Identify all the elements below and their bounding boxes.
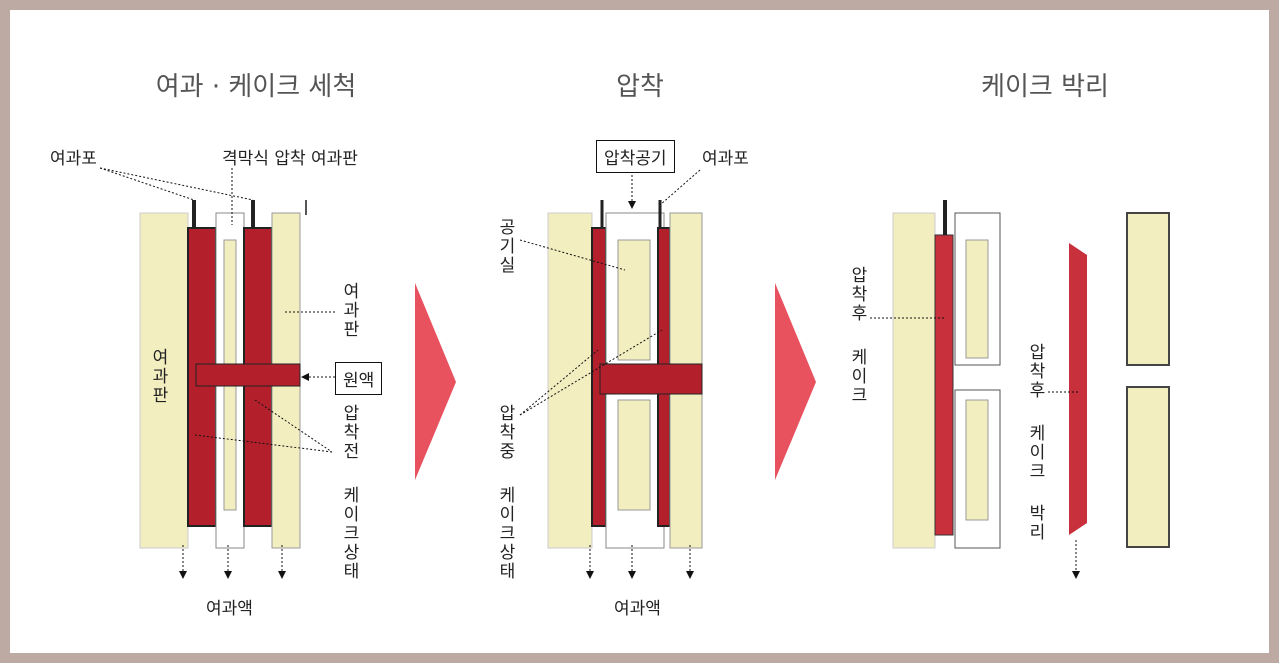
label-membrane-plate: 격막식 압착 여과판 bbox=[222, 149, 358, 169]
label-filter-cloth-2: 여과포 bbox=[702, 149, 749, 169]
title-squeeze: 압착 bbox=[616, 72, 664, 102]
label-filter-cloth: 여과포 bbox=[50, 149, 97, 169]
step-arrow-2 bbox=[775, 283, 816, 480]
panel-squeeze bbox=[519, 169, 703, 579]
label-cake-state-1: 케이크상태 bbox=[339, 486, 359, 581]
step-arrow-1 bbox=[415, 283, 456, 480]
label-after-squeeze-left: 압착후 bbox=[847, 266, 867, 323]
filter-plate-left bbox=[139, 212, 189, 549]
separated-plate-bottom bbox=[1126, 386, 1170, 548]
label-filter-plate-right: 여과판 bbox=[339, 282, 359, 339]
label-filtrate-1: 여과액 bbox=[206, 599, 253, 619]
label-filtrate-2: 여과액 bbox=[614, 599, 661, 619]
label-before-squeeze: 압착전 bbox=[339, 404, 359, 461]
label-cake-right: 케이크 bbox=[1025, 424, 1045, 481]
panel-discharge bbox=[870, 200, 1170, 579]
label-compressed-air: 압착공기 bbox=[596, 140, 675, 173]
separated-plate-top bbox=[1126, 212, 1170, 366]
label-air-chamber: 공기실 bbox=[495, 218, 515, 275]
label-discharge: 박리 bbox=[1025, 504, 1045, 542]
label-slurry: 원액 bbox=[335, 362, 383, 395]
cake-after-squeeze bbox=[934, 234, 954, 536]
title-discharge: 케이크 박리 bbox=[981, 72, 1109, 102]
label-cake-state-2: 케이크상태 bbox=[495, 486, 515, 581]
slurry-feed-channel bbox=[195, 363, 301, 387]
discharged-cake bbox=[1069, 243, 1087, 535]
label-after-squeeze-right: 압착후 bbox=[1025, 343, 1045, 400]
label-cake-left: 케이크 bbox=[847, 348, 867, 405]
title-filtration: 여과 · 케이크 세척 bbox=[155, 72, 357, 102]
label-during-squeeze: 압착중 bbox=[495, 404, 515, 461]
panel-filtration bbox=[99, 167, 335, 579]
label-filter-plate-left: 여과판 bbox=[148, 348, 168, 405]
